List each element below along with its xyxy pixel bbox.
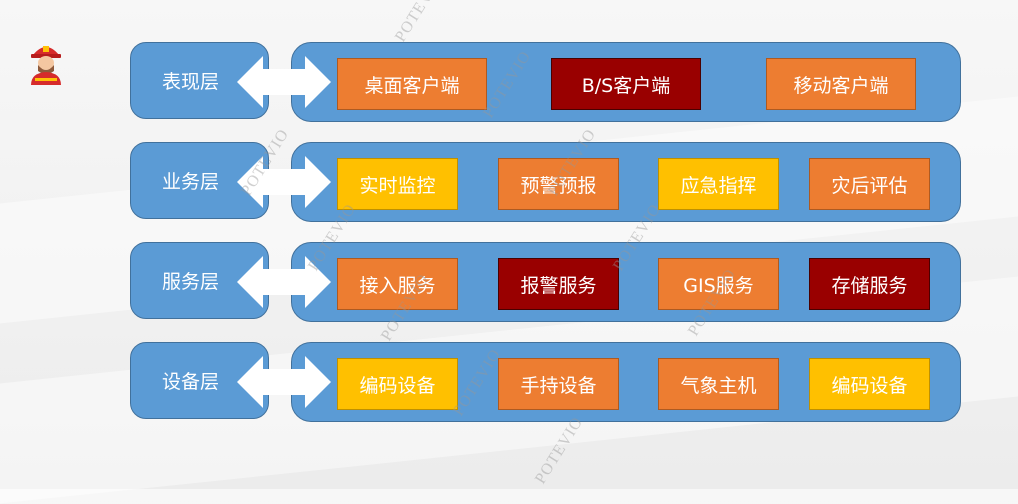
chip-label: 移动客户端 [793, 74, 889, 97]
component-chip: 实时监控 [337, 158, 458, 210]
layer-label: 设备层 [161, 371, 219, 393]
chip-label: 编码设备 [359, 374, 436, 397]
component-chip: 存储服务 [809, 258, 930, 310]
double-arrow-icon [237, 56, 331, 108]
chip-label: 实时监控 [359, 174, 436, 197]
content-box-service: 接入服务 报警服务 GIS服务 存储服务 [291, 242, 961, 322]
component-chip: 报警服务 [498, 258, 619, 310]
chip-label: 气象主机 [680, 374, 757, 397]
component-chip: B/S客户端 [551, 58, 701, 110]
component-chip: 编码设备 [337, 358, 458, 410]
component-chip: GIS服务 [658, 258, 779, 310]
layer-label: 业务层 [161, 171, 219, 193]
chip-label: 存储服务 [831, 274, 908, 297]
chip-label: 手持设备 [520, 374, 597, 397]
content-box-presentation: 桌面客户端 B/S客户端 移动客户端 [291, 42, 961, 122]
chip-label: B/S客户端 [581, 74, 671, 97]
component-chip: 气象主机 [658, 358, 779, 410]
chip-label: GIS服务 [683, 274, 754, 297]
component-chip: 手持设备 [498, 358, 619, 410]
layer-label: 表现层 [161, 71, 219, 93]
layer-box-device: 设备层 [130, 342, 269, 419]
chip-label: 接入服务 [359, 274, 436, 297]
component-chip: 灾后评估 [809, 158, 930, 210]
component-chip: 预警预报 [498, 158, 619, 210]
chip-label: 编码设备 [831, 374, 908, 397]
double-arrow-icon [237, 256, 331, 308]
double-arrow-icon [237, 356, 331, 408]
component-chip: 应急指挥 [658, 158, 779, 210]
component-chip: 接入服务 [337, 258, 458, 310]
layer-label: 服务层 [161, 271, 219, 293]
content-box-device: 编码设备 手持设备 气象主机 编码设备 [291, 342, 961, 422]
double-arrow-icon [237, 156, 331, 208]
chip-label: 应急指挥 [680, 174, 757, 197]
firefighter-avatar-icon [31, 46, 61, 85]
component-chip: 桌面客户端 [337, 58, 487, 110]
chip-label: 报警服务 [520, 274, 597, 297]
component-chip: 编码设备 [809, 358, 930, 410]
chip-label: 预警预报 [520, 174, 597, 197]
chip-label: 桌面客户端 [364, 74, 460, 97]
watermark-text: POTEVIO [392, 0, 447, 46]
component-chip: 移动客户端 [766, 58, 916, 110]
chip-label: 灾后评估 [831, 174, 908, 197]
content-box-business: 实时监控 预警预报 应急指挥 灾后评估 [291, 142, 961, 222]
